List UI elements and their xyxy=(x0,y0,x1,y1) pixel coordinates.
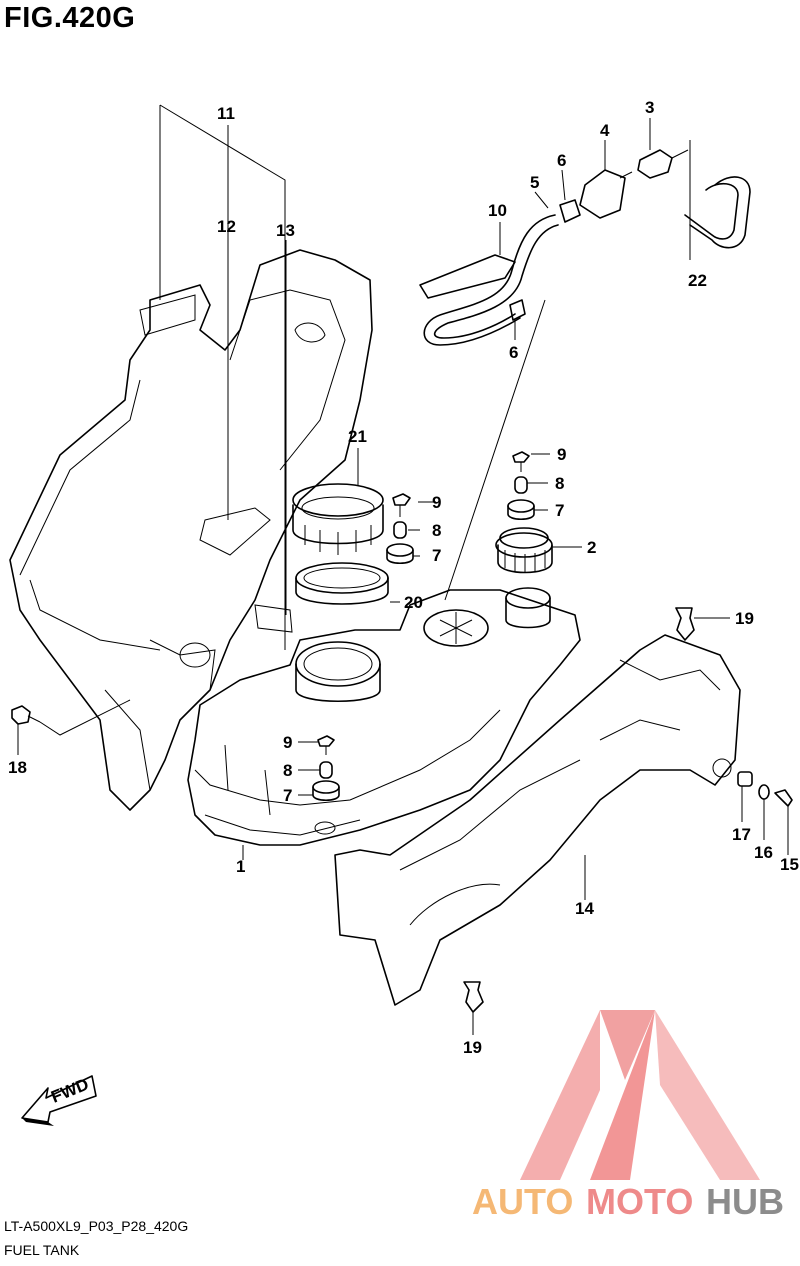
watermark-hub: HUB xyxy=(706,1181,784,1222)
callout-14: 14 xyxy=(575,899,594,918)
callout-21: 21 xyxy=(348,427,367,446)
fwd-arrow-icon: FWD xyxy=(21,1075,97,1126)
callout-8-lower: 8 xyxy=(283,761,292,780)
leader-lines xyxy=(17,104,789,1035)
breather-hoses xyxy=(419,149,751,346)
callout-19-bottom: 19 xyxy=(463,1038,482,1057)
callout-4: 4 xyxy=(600,121,610,140)
callout-7-cap: 7 xyxy=(555,501,564,520)
mount-hardware-lower xyxy=(312,735,340,802)
seat-rail-cover xyxy=(9,249,373,811)
callout-15: 15 xyxy=(780,855,799,874)
callout-8-upper: 8 xyxy=(432,521,441,540)
fuel-tank xyxy=(187,587,581,846)
callout-18: 18 xyxy=(8,758,27,777)
watermark-wordmark: AUTO MOTO HUB xyxy=(472,1181,784,1222)
callout-22: 22 xyxy=(688,271,707,290)
callout-7-lower: 7 xyxy=(283,786,292,805)
side-cover-right xyxy=(334,634,741,1006)
callout-10: 10 xyxy=(488,201,507,220)
gasket xyxy=(295,562,389,605)
callout-16: 16 xyxy=(754,843,773,862)
callout-3: 3 xyxy=(645,98,654,117)
callout-20: 20 xyxy=(404,593,423,612)
mount-hardware-cap-side xyxy=(507,451,535,521)
callout-2: 2 xyxy=(587,538,596,557)
callout-9-lower: 9 xyxy=(283,733,292,752)
watermark-auto: AUTO xyxy=(472,1181,573,1222)
fuel-cap xyxy=(495,527,553,574)
callout-1: 1 xyxy=(236,857,245,876)
watermark-moto: MOTO xyxy=(586,1181,693,1222)
watermark-logo xyxy=(520,1010,760,1180)
callout-9-cap: 9 xyxy=(557,445,566,464)
callout-6-lower: 6 xyxy=(509,343,518,362)
callout-12: 12 xyxy=(217,217,236,236)
callout-7-upper: 7 xyxy=(432,546,441,565)
mount-hardware-upper xyxy=(386,493,414,565)
figure-caption: FUEL TANK xyxy=(4,1242,80,1258)
callout-5: 5 xyxy=(530,173,539,192)
callout-13: 13 xyxy=(276,221,295,240)
figure-code: LT-A500XL9_P03_P28_420G xyxy=(4,1218,189,1234)
callout-6-upper: 6 xyxy=(557,151,566,170)
callout-8-cap: 8 xyxy=(555,474,564,493)
callout-9-upper: 9 xyxy=(432,493,441,512)
figure-title: FIG.420G xyxy=(4,2,136,34)
lock-ring xyxy=(292,483,384,555)
callout-11: 11 xyxy=(217,104,235,123)
callout-17: 17 xyxy=(732,825,751,844)
callouts: 1 2 3 4 5 6 6 7 7 7 8 8 8 9 9 9 10 11 12… xyxy=(8,98,799,1057)
callout-19-right: 19 xyxy=(735,609,754,628)
